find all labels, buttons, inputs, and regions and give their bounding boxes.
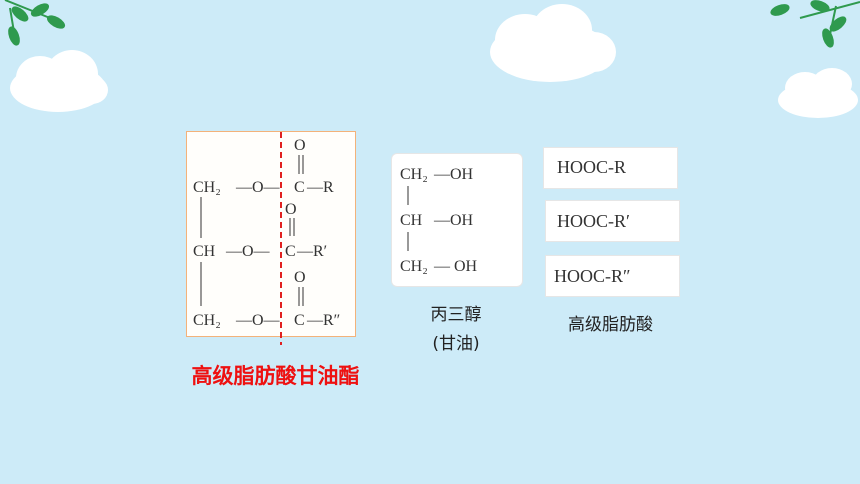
acid-caption: 高级脂肪酸	[568, 315, 653, 335]
acid-box: HOOC-R	[543, 147, 678, 189]
glycerol-name: 丙三醇	[430, 305, 482, 325]
ester-carbon-2: C	[285, 243, 296, 260]
glycerol-alias: (甘油)	[432, 334, 480, 354]
ester-group-2: —R′	[296, 243, 327, 260]
ester-group-1: —R	[306, 179, 334, 196]
glycerol-panel	[391, 153, 523, 287]
ester-title: 高级脂肪酸甘油酯	[191, 364, 360, 388]
ester-oxygen-2: O	[285, 201, 297, 218]
ester-left-2: CH	[193, 243, 216, 260]
cloud-icon	[490, 4, 616, 82]
ester-bond-1: —O—	[235, 179, 281, 196]
glycerol-group-2: —OH	[433, 212, 474, 229]
ester-oxygen-1: O	[294, 137, 306, 154]
ester-left-3: CH₂	[193, 312, 221, 329]
ester-oxygen-3: O	[294, 269, 306, 286]
acid-formula: HOOC-R	[557, 157, 627, 177]
glycerol-group-1: —OH	[433, 166, 474, 183]
ester-bond-3: —O—	[235, 312, 281, 329]
acid-formula: HOOC-R″	[554, 266, 631, 286]
ester-group-3: —R″	[306, 312, 340, 329]
glycerol-left-1: CH₂	[400, 166, 428, 183]
glycerol-left-2: CH	[400, 212, 423, 229]
acid-box: HOOC-R′	[545, 200, 680, 242]
acid-box: HOOC-R″	[545, 255, 680, 297]
cloud-icon	[778, 68, 858, 118]
ester-carbon-1: C	[294, 179, 305, 196]
leaf-branch-icon	[4, 0, 66, 46]
glycerol-left-3: CH₂	[400, 258, 428, 275]
ester-left-1: CH₂	[193, 179, 221, 196]
ester-bond-2: —O—	[225, 243, 271, 260]
ester-carbon-3: C	[294, 312, 305, 329]
glycerol-group-3: — OH	[433, 258, 478, 275]
cloud-icon	[10, 50, 108, 112]
acid-formula: HOOC-R′	[557, 211, 630, 231]
leaf-branch-icon	[770, 0, 860, 48]
ester-structure-panel	[186, 131, 356, 337]
